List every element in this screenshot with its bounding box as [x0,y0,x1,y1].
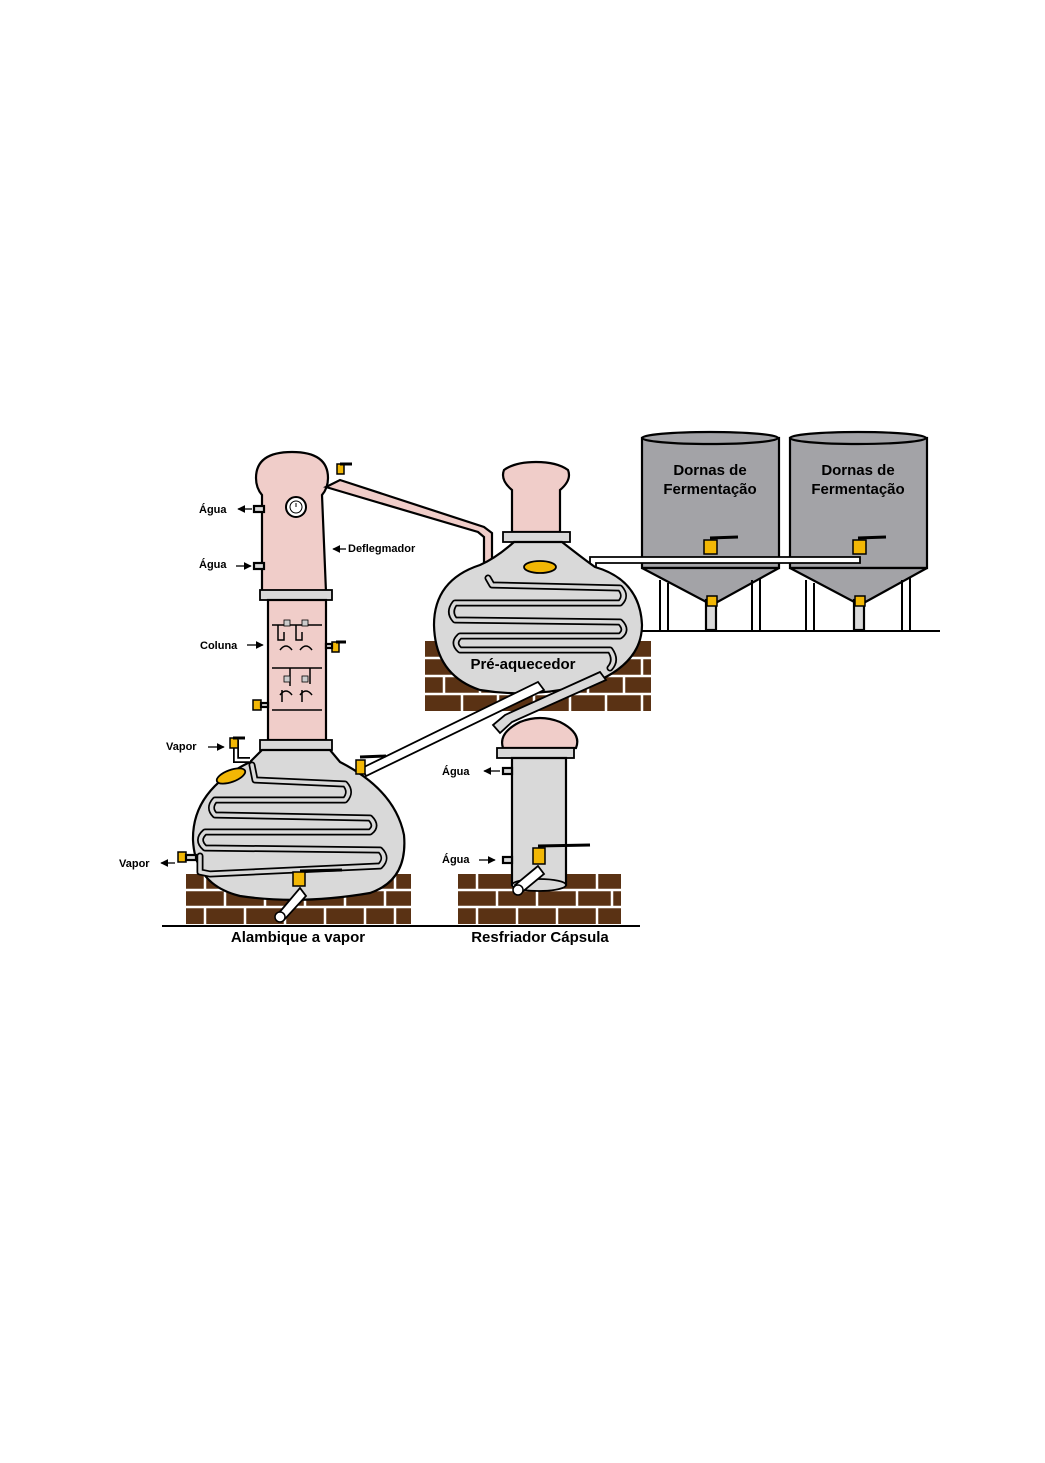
pre-heater-to-resfriador-pipe [491,670,608,735]
coluna-label: Coluna [200,640,238,652]
agua-out-label-top: Água [199,503,227,516]
alambique-label: Alambique a vapor [231,929,365,946]
column [252,598,346,742]
tank-1-title-line1: Dornas de [673,462,746,479]
tank-1-title-line2: Fermentação [663,481,756,498]
resfriador-agua-out-label: Água [442,765,470,778]
deflegmador-label: Deflegmador [348,543,416,555]
resfriador-label: Resfriador Cápsula [471,929,609,946]
pre-aquecedor [432,460,644,695]
fermentation-tank-2 [788,430,929,632]
fermentation-tank-1 [640,430,781,632]
column-flange-bottom [259,739,333,751]
vapor-label-top: Vapor [166,741,197,753]
tank-2-title-line2: Fermentação [811,481,904,498]
vapor-pipe [323,478,494,580]
pre-aquecedor-label: Pré-aquecedor [470,656,575,673]
vapor-label-bottom: Vapor [119,858,150,870]
agua-in-label-top: Água [199,558,227,571]
column-flange-top [259,589,333,601]
resfriador [496,716,591,896]
tank-2-title-line1: Dornas de [821,462,894,479]
resfriador-agua-in-label: Água [442,853,470,866]
deflegmador [252,450,352,594]
alambique [177,736,406,923]
